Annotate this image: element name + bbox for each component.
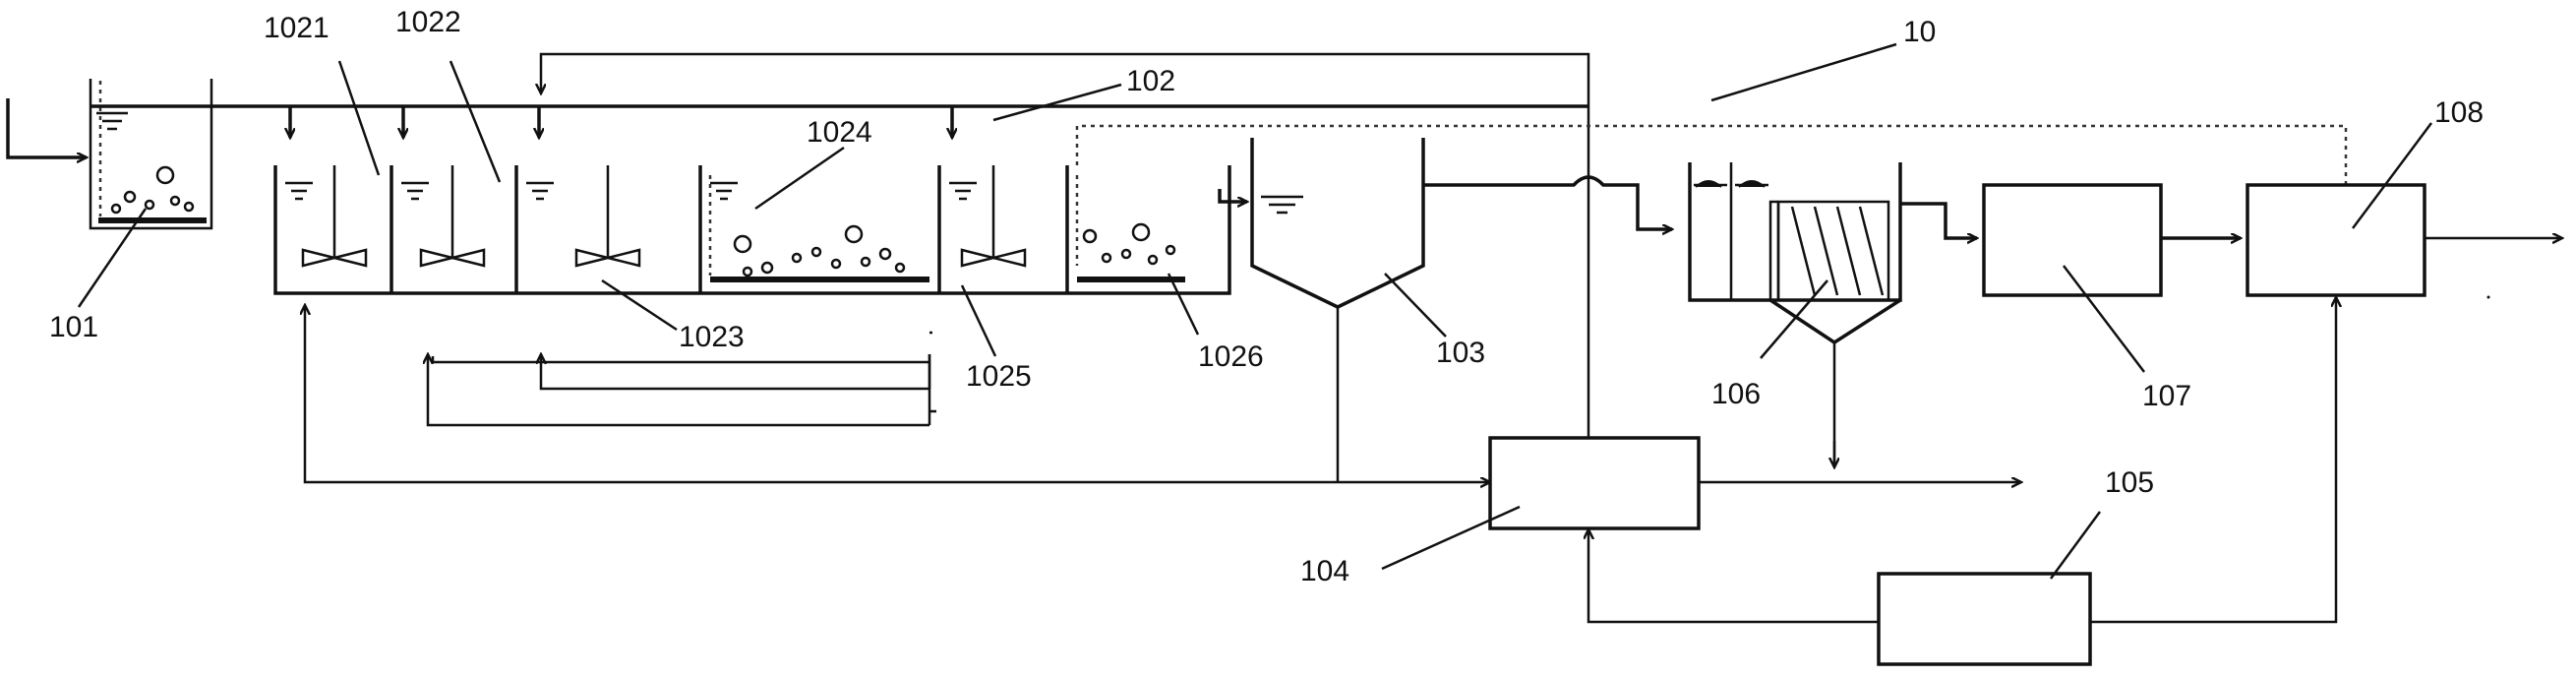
mixer-1021: [301, 165, 368, 268]
dotted-control-line: [1075, 124, 2348, 185]
aeration-1024: [708, 175, 929, 282]
unit-104: [1488, 436, 2021, 530]
label-1022: 1022: [395, 6, 461, 38]
unit-108: [2246, 183, 2562, 299]
label-106: 106: [1711, 378, 1761, 410]
influent-line: [6, 98, 87, 157]
mixer-1022: [419, 165, 486, 268]
unit-106: [1688, 162, 1902, 467]
sludge-return-line: [305, 305, 1338, 484]
label-103: 103: [1436, 337, 1485, 369]
label-104: 104: [1300, 555, 1349, 587]
internal-recycle-lines: [428, 331, 936, 427]
labels: 10 102 1021 1022 1024 1023 1025 1026 103…: [49, 6, 2484, 587]
aeration-1026: [1075, 175, 1185, 282]
clarifier-103: [1250, 138, 1490, 482]
recycle-line-104: [541, 52, 1590, 438]
reactor-train-102: [273, 165, 1231, 295]
label-107: 107: [2142, 380, 2191, 412]
unit-105: [1588, 297, 2336, 666]
label-108: 108: [2434, 96, 2484, 129]
leader-lines: [77, 42, 2433, 580]
label-1025: 1025: [966, 360, 1032, 393]
label-1026: 1026: [1198, 340, 1264, 373]
tank-101: [89, 79, 213, 230]
flow-102-103: [1218, 189, 1247, 202]
label-101: 101: [49, 311, 98, 343]
mixer-1025: [960, 165, 1027, 268]
label-1021: 1021: [264, 12, 329, 44]
mixer-1023: [574, 165, 641, 268]
distribution-header: [90, 104, 1588, 138]
label-1023: 1023: [679, 321, 745, 353]
label-105: 105: [2105, 466, 2154, 499]
label-10: 10: [1903, 16, 1936, 48]
flow-103-106: [1423, 175, 1672, 229]
label-1024: 1024: [807, 116, 872, 149]
label-102: 102: [1126, 65, 1175, 97]
flow-106-107: [1900, 202, 1977, 238]
